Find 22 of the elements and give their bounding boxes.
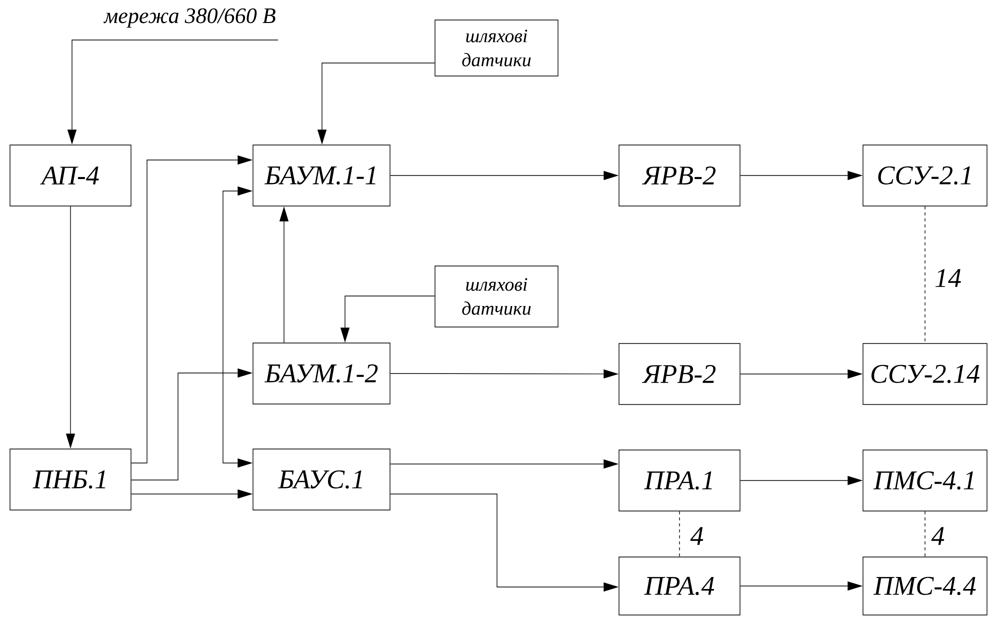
block-box: ЯРВ-2 bbox=[618, 144, 740, 206]
block-box: БАУМ.1-1 bbox=[252, 144, 390, 206]
edge-label: 14 bbox=[934, 268, 962, 288]
dashed-line bbox=[924, 206, 926, 344]
sensor-box: шляхові датчики bbox=[434, 20, 558, 76]
block-box: ССУ-2.14 bbox=[862, 343, 988, 405]
supply-label: мережа 380/660 В bbox=[104, 8, 276, 28]
dashed-line bbox=[679, 511, 680, 557]
block-box: БАУМ.1-2 bbox=[252, 342, 390, 404]
block-box: ССУ-2.1 bbox=[862, 144, 988, 206]
block-box: ПРА.4 bbox=[618, 556, 740, 616]
edge-label: 4 bbox=[689, 526, 705, 546]
edge-label: 4 bbox=[930, 526, 946, 546]
block-box: АП-4 bbox=[10, 144, 132, 206]
block-box: ЯРВ-2 bbox=[618, 343, 740, 405]
block-box: ПРА.1 bbox=[618, 450, 740, 512]
block-box: ПНБ.1 bbox=[10, 448, 132, 510]
block-box: БАУС.1 bbox=[252, 448, 390, 510]
block-box: ПМС-4.1 bbox=[862, 450, 988, 512]
dashed-line bbox=[924, 511, 926, 557]
block-box: ПМС-4.4 bbox=[862, 556, 988, 616]
sensor-box: шляхові датчики bbox=[434, 266, 558, 328]
